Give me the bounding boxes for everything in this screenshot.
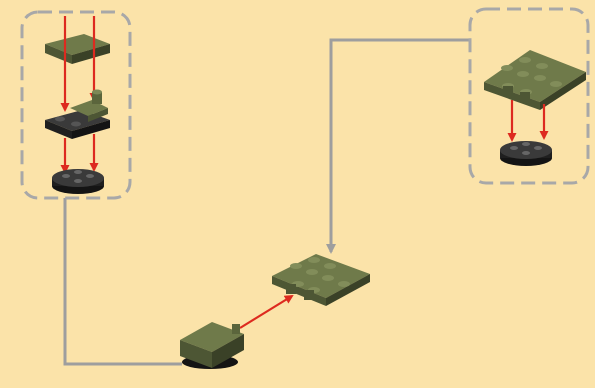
black-plate-with-clip (45, 89, 110, 139)
black-round-plate-left (52, 169, 104, 194)
black-round-plate-right (500, 141, 552, 166)
callout-right (468, 7, 590, 185)
flow-line-left-callout (63, 197, 182, 366)
callout-left (20, 10, 132, 200)
callout-left-border (20, 10, 132, 200)
assembly-arrow-final (239, 294, 294, 329)
flow-line-right-callout (326, 38, 470, 254)
olive-wedge-assembly (272, 254, 370, 306)
olive-tile-on-base (180, 322, 244, 369)
olive-wedge-plate (484, 50, 586, 110)
